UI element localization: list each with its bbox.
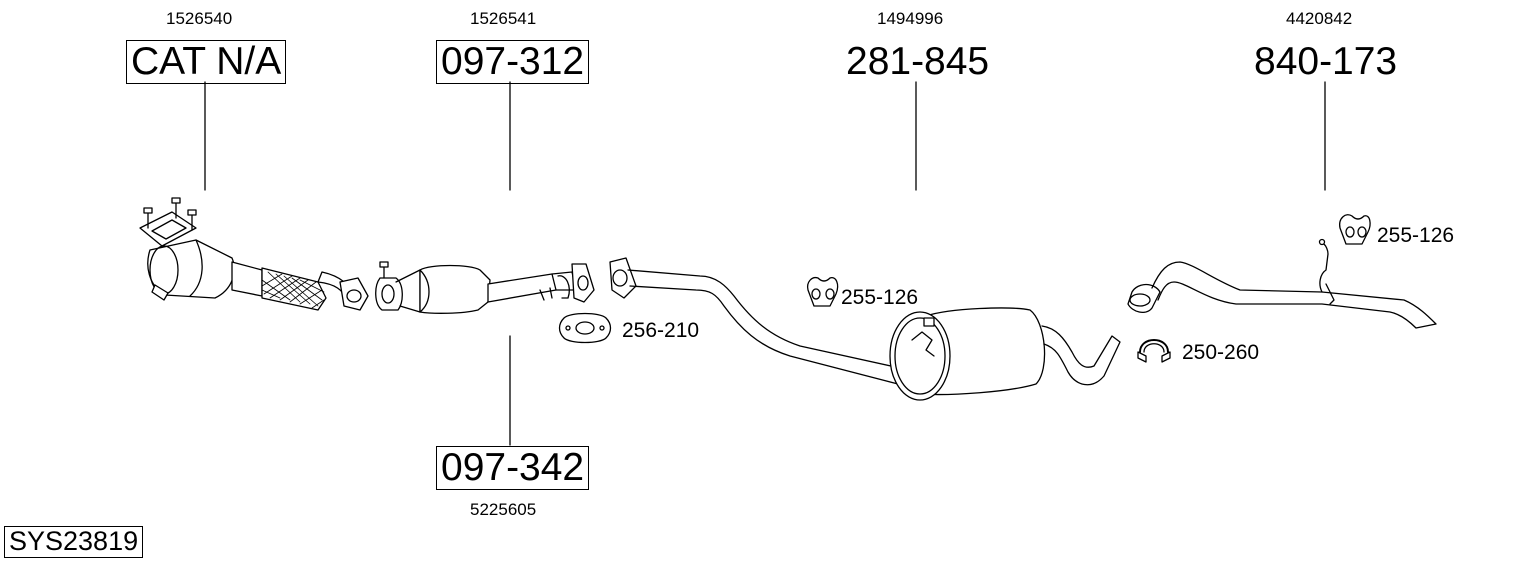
cat-part-code: CAT N/A bbox=[126, 40, 287, 84]
rear-silencer-drawing bbox=[889, 307, 1121, 401]
silencer-reference-number: 1494996 bbox=[877, 9, 944, 28]
silencer-part-code: 281-845 bbox=[846, 40, 990, 83]
mid-pipe-part-code: 097-342 bbox=[436, 446, 590, 490]
system-id-label: SYS23819 bbox=[4, 526, 144, 558]
hanger-middle-drawing bbox=[806, 276, 839, 307]
tail-pipe-reference-number: 4420842 bbox=[1286, 9, 1353, 28]
catalytic-converter-drawing bbox=[139, 197, 369, 311]
clamp-drawing bbox=[1137, 339, 1171, 363]
clamp-part-code: 250-260 bbox=[1182, 341, 1260, 364]
tail-pipe-drawing bbox=[1127, 238, 1437, 329]
gasket-drawing bbox=[558, 312, 612, 344]
hanger-rear-part-code: 255-126 bbox=[1377, 224, 1455, 247]
front-pipe-reference-number: 1526541 bbox=[470, 9, 537, 28]
hanger-rear-drawing bbox=[1339, 214, 1371, 245]
cat-reference-number: 1526540 bbox=[166, 9, 233, 28]
mid-pipe-reference-number: 5225605 bbox=[470, 500, 537, 519]
front-pipe-drawing bbox=[375, 261, 595, 314]
front-pipe-part-code: 097-312 bbox=[436, 40, 590, 84]
tail-pipe-part-code: 840-173 bbox=[1254, 40, 1398, 83]
hanger-middle-part-code: 255-126 bbox=[841, 286, 919, 309]
gasket-part-code: 256-210 bbox=[622, 319, 700, 342]
